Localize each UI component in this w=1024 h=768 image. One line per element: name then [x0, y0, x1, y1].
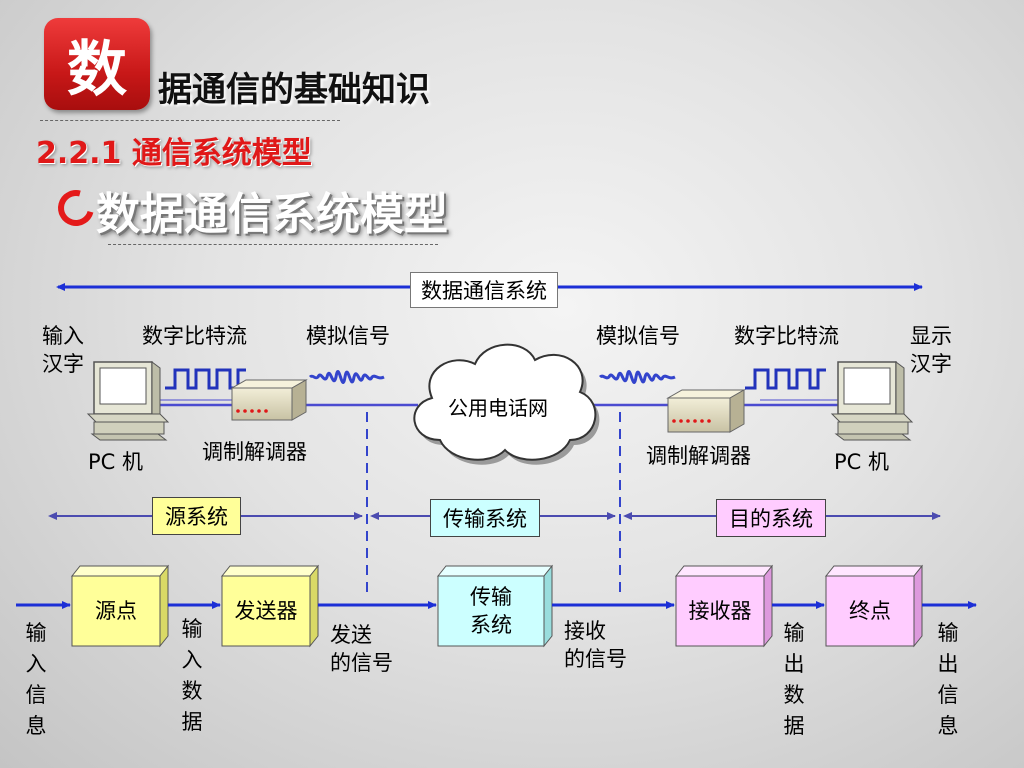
node-transmitter: 发送器	[234, 599, 298, 623]
page-title: 据通信的基础知识	[158, 70, 430, 110]
modem-left-graphic	[230, 379, 308, 421]
received-signal-label-2: 的信号	[564, 647, 627, 671]
output-info-label: 输出信息	[937, 621, 959, 738]
bitstream-label-left: 数字比特流	[142, 324, 247, 348]
display-chars-label-1: 显示	[910, 324, 952, 348]
analog-label-right: 模拟信号	[596, 324, 680, 348]
modem-label-left: 调制解调器	[202, 440, 307, 464]
analog-label-left: 模拟信号	[306, 324, 390, 348]
system-label: 数据通信系统	[410, 272, 558, 308]
analog-wave-right	[598, 370, 676, 384]
input-data-label: 输入数据	[181, 617, 203, 734]
pc-left-graphic	[86, 361, 170, 441]
pc-label-left: PC 机	[88, 450, 144, 474]
node-transmission-system: 传输 系统	[470, 585, 512, 637]
network-label: 公用电话网	[448, 396, 548, 420]
pc-right-graphic	[830, 361, 914, 441]
node-destination: 终点	[849, 599, 891, 623]
square-wave-right	[745, 368, 826, 390]
box-transmission-system	[436, 564, 554, 648]
display-chars-label-2: 汉字	[910, 352, 952, 376]
box-source-point	[70, 564, 170, 648]
title-divider	[40, 120, 340, 121]
received-signal-label-1: 接收	[564, 619, 606, 643]
bitstream-label-right: 数字比特流	[734, 324, 839, 348]
heading-divider	[108, 244, 438, 245]
logo-badge: 数	[44, 18, 150, 110]
output-data-label: 输出数据	[783, 621, 805, 738]
sent-signal-label-1: 发送	[330, 623, 372, 647]
box-destination-point	[824, 564, 924, 648]
square-wave-left	[165, 368, 246, 390]
section-subtitle: 2.2.1 通信系统模型	[36, 136, 312, 171]
box-receiver	[674, 564, 774, 648]
modem-label-right: 调制解调器	[646, 444, 751, 468]
input-chars-label-1: 输入	[42, 324, 84, 348]
section-heading: 数据通信系统模型	[96, 189, 448, 240]
transmission-system-label: 传输系统	[430, 499, 540, 537]
box-transmitter	[220, 564, 320, 648]
node-source: 源点	[95, 599, 137, 623]
analog-wave-left	[308, 370, 385, 384]
pc-label-right: PC 机	[834, 450, 890, 474]
source-system-label: 源系统	[152, 497, 241, 535]
sent-signal-label-2: 的信号	[330, 651, 393, 675]
cloud-shape	[413, 343, 600, 465]
input-info-label: 输入信息	[25, 621, 47, 738]
node-receiver: 接收器	[688, 599, 752, 623]
input-chars-label-2: 汉字	[42, 352, 84, 376]
destination-system-label: 目的系统	[716, 499, 826, 537]
modem-right-graphic	[666, 389, 746, 433]
